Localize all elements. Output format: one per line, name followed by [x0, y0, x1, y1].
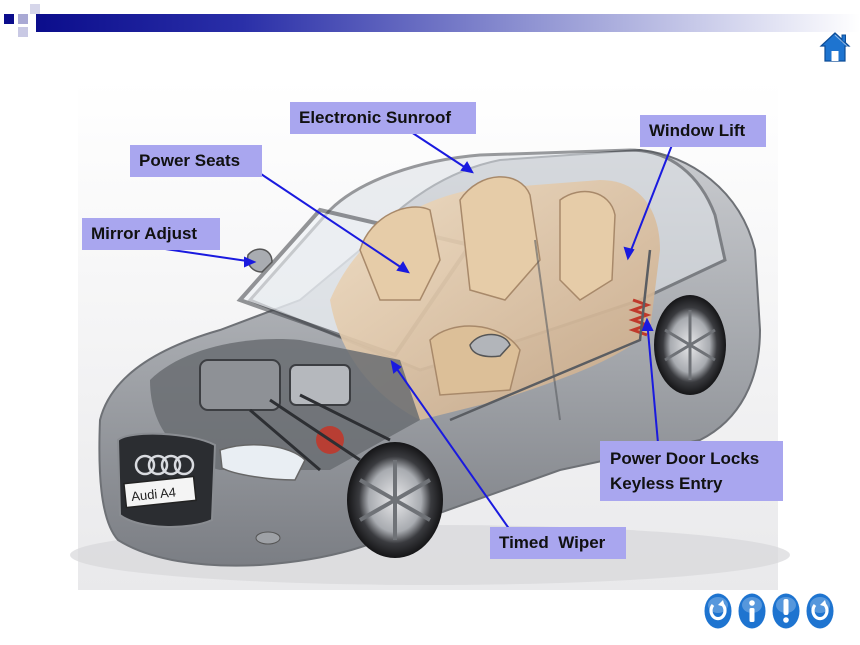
pointer-line-door-locks — [646, 319, 659, 444]
label-timed-wiper: Timed Wiper — [490, 527, 626, 559]
label-keyless-entry: Keyless Entry — [610, 474, 723, 493]
replay-icon[interactable] — [704, 593, 732, 629]
label-door-locks-keyless: Power Door Locks Keyless Entry — [600, 441, 783, 501]
pointer-line-window-lift — [627, 144, 673, 259]
license-plate-text: Audi A4 — [131, 484, 177, 504]
decor-square — [18, 14, 28, 24]
replay-icon[interactable] — [806, 593, 834, 629]
pointer-line-timed-wiper — [391, 361, 511, 531]
pointer-line-power-seats — [254, 169, 409, 273]
label-power-seats: Power Seats — [130, 145, 262, 177]
navigation-buttons — [704, 591, 834, 631]
label-electronic-sunroof: Electronic Sunroof — [290, 102, 476, 134]
info-icon[interactable] — [738, 593, 766, 629]
label-window-lift: Window Lift — [640, 115, 766, 147]
title-bar — [0, 0, 860, 48]
label-mirror-adjust: Mirror Adjust — [82, 218, 220, 250]
pointer-line-sunroof — [404, 127, 473, 173]
title-gradient-bar — [36, 14, 860, 32]
label-power-door-locks: Power Door Locks — [610, 449, 760, 468]
exclamation-icon[interactable] — [772, 593, 800, 629]
decor-square — [30, 4, 40, 14]
decor-square — [18, 27, 28, 37]
home-icon[interactable] — [818, 30, 852, 64]
decor-square — [4, 14, 14, 24]
